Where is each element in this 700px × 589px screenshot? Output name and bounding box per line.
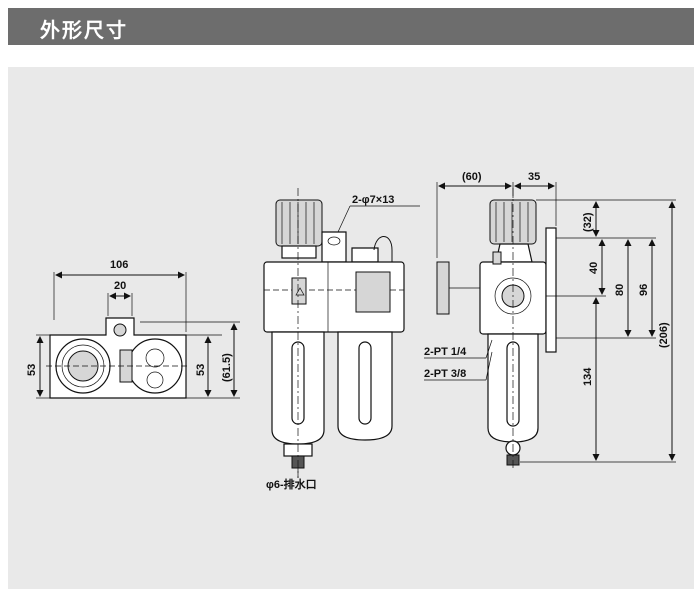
dim-port-label: 20 [114, 280, 126, 292]
dim-left-height-label: 53 [26, 364, 38, 376]
dim-total-height-label: (61.5) [221, 353, 233, 382]
dim-top-label: (32) [582, 212, 594, 232]
port-label-1: 2-PT 1/4 [424, 346, 467, 358]
section-header: 外形尺寸 [8, 8, 694, 45]
mount-hole-label: 2-φ7×13 [352, 194, 394, 206]
dim-width-label: 106 [110, 259, 128, 271]
dim-134-label: 134 [582, 367, 594, 386]
port-label-2: 2-PT 3/8 [424, 368, 466, 380]
side-view: (60) 35 (32) 40 80 96 (206) 134 2-PT 1/4… [424, 171, 676, 470]
dim-40-label: 40 [588, 262, 600, 274]
dim-96-label: 96 [638, 284, 650, 296]
dim-80-label: 80 [614, 284, 626, 296]
top-view: 106 20 53 53 (61.5) [26, 259, 240, 399]
dim-depth-label: 35 [528, 171, 540, 183]
dim-gauge-label: (60) [462, 171, 482, 183]
drain-label: φ6-排水口 [266, 477, 317, 491]
dim-right-height-label: 53 [195, 364, 207, 376]
dim-total-label: (206) [658, 322, 670, 348]
section-title: 外形尺寸 [40, 18, 128, 42]
front-view: 2-φ7×13 φ6-排水口 [263, 188, 420, 491]
